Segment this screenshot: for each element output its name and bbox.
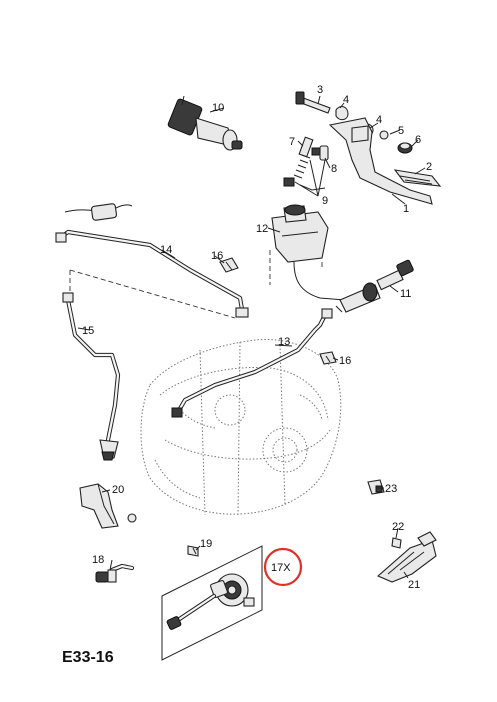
diagram-code: E33-16: [62, 649, 114, 666]
callout-20: 20: [112, 484, 124, 496]
pushrod-spring-parts: [283, 136, 329, 191]
callout-7: 7: [289, 136, 295, 148]
leader-lines: [77, 95, 426, 579]
callout-13: 13: [278, 336, 290, 348]
sensor-23: [367, 479, 385, 495]
clutch-pipe-14: [55, 229, 249, 318]
callout-15: 15: [82, 325, 94, 337]
callout-14: 14: [160, 244, 172, 256]
bracket-20: [79, 483, 137, 529]
clutch-pedal-1: [328, 117, 442, 205]
pipe-13: [171, 308, 333, 418]
bolt-19: [187, 545, 199, 557]
callout-18: 18: [92, 554, 104, 566]
clutch-switch-10: [167, 95, 243, 151]
callout-17x: 17X: [271, 562, 291, 574]
callout-10: 10: [212, 102, 224, 114]
callout-16b: 16: [339, 355, 351, 367]
slave-cylinder-17x-box: [161, 545, 263, 661]
highlight-circle-17x: [263, 547, 303, 587]
callout-21: 21: [408, 579, 420, 591]
clip-16-upper: [219, 257, 239, 273]
callout-16a: 16: [211, 250, 223, 262]
callout-11: 11: [400, 288, 411, 300]
callout-22: 22: [392, 521, 404, 533]
bolt-22: [391, 537, 402, 549]
reference-lines: [69, 250, 323, 319]
callout-19: 19: [200, 538, 212, 550]
clip-16-lower: [319, 351, 337, 365]
master-cylinder-11: [335, 259, 414, 313]
bracket-21: [376, 531, 437, 583]
callout-23: 23: [385, 483, 397, 495]
callout-3: 3: [317, 84, 323, 96]
callout-1: 1: [403, 203, 409, 215]
callout-4b: 4: [376, 114, 382, 126]
bleed-pipe-15: [62, 292, 121, 461]
callout-5: 5: [398, 125, 404, 137]
upper-hose-fitting: [64, 203, 133, 221]
callout-labels: 1 2 3 4 4 5 6 7 8 9 10 11 12 13 14 15 16…: [82, 84, 432, 591]
bleed-screw-18: [95, 563, 135, 583]
callout-4a: 4: [343, 94, 349, 106]
callout-12: 12: [256, 223, 268, 235]
fluid-reservoir-12: [271, 204, 346, 301]
callout-6: 6: [415, 134, 421, 146]
callout-8: 8: [331, 163, 337, 175]
transmission-housing: [140, 338, 342, 516]
callout-9: 9: [322, 195, 328, 207]
callout-2: 2: [426, 161, 432, 173]
